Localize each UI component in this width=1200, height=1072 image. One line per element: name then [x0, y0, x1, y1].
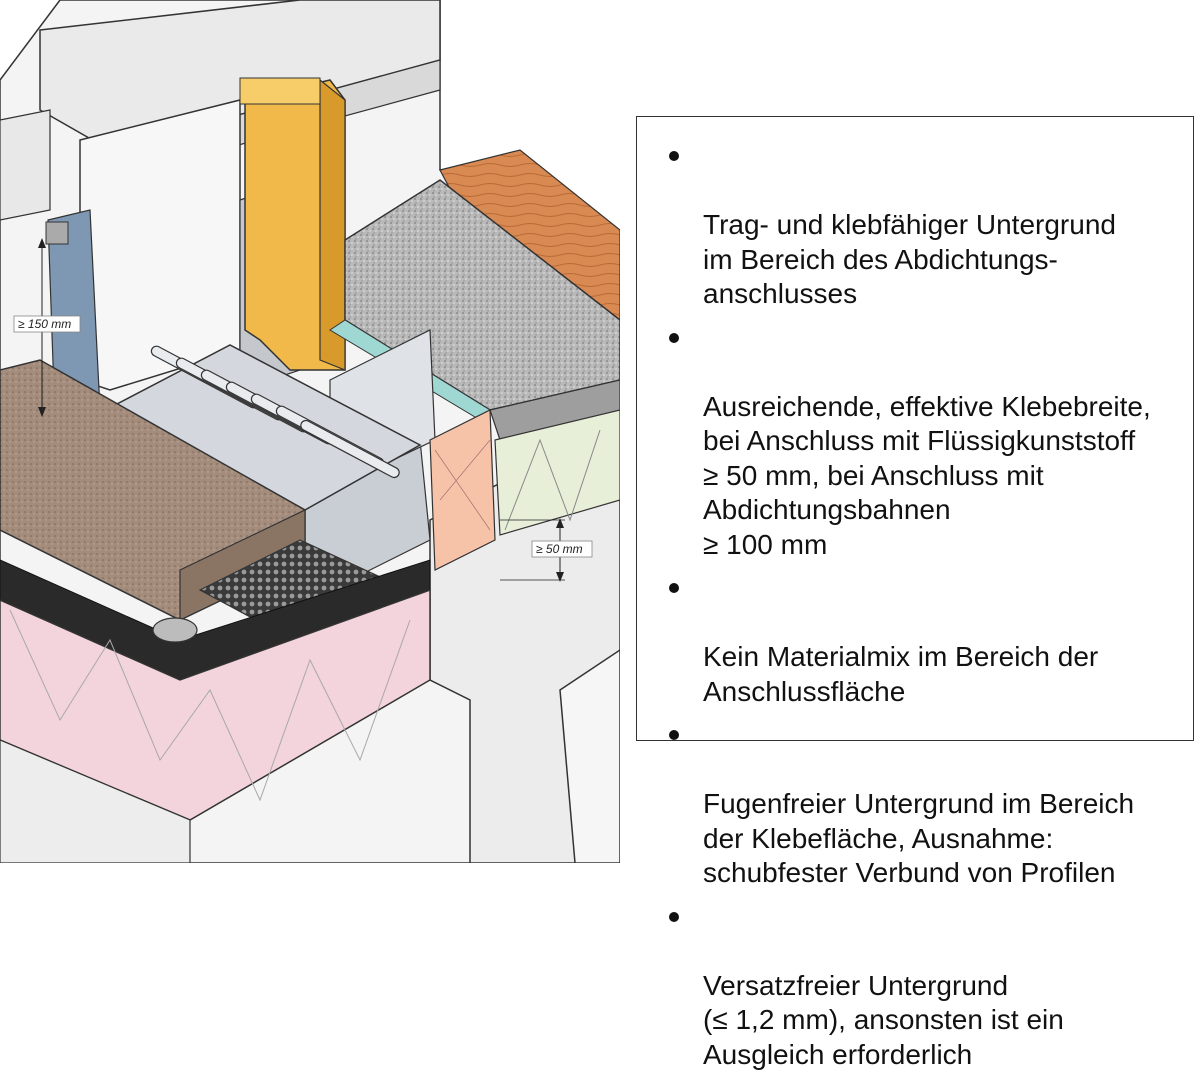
list-item: Kein Materialmix im Bereich der Anschlus… [637, 571, 1181, 709]
requirement-text: Kein Materialmix im Bereich der Anschlus… [703, 641, 1098, 707]
overlap-width-label: ≥ 50 mm [536, 542, 583, 556]
bullet-icon [669, 151, 679, 161]
window-frame-left [0, 110, 50, 220]
list-item: Fugenfreier Untergrund im Bereich der Kl… [637, 718, 1181, 891]
bracket [46, 222, 68, 244]
frame-top [240, 78, 320, 104]
bullet-icon [669, 583, 679, 593]
list-item: Ausreichende, effektive Klebebreite, bei… [637, 321, 1181, 563]
drain-pipe [153, 618, 197, 642]
requirement-text: Ausreichende, effektive Klebebreite, bei… [703, 391, 1151, 560]
requirement-text: Versatzfreier Untergrund (≤ 1,2 mm), ans… [703, 970, 1064, 1070]
construction-detail-illustration: ≥ 150 mm ≥ 50 mm [0, 0, 620, 863]
requirements-list: Trag- und klebfähiger Untergrund im Bere… [637, 139, 1181, 1072]
requirement-text: Trag- und klebfähiger Untergrund im Bere… [703, 209, 1116, 309]
bullet-icon [669, 730, 679, 740]
requirements-box: Trag- und klebfähiger Untergrund im Bere… [636, 116, 1194, 741]
requirement-text: Fugenfreier Untergrund im Bereich der Kl… [703, 788, 1134, 888]
list-item: Versatzfreier Untergrund (≤ 1,2 mm), ans… [637, 900, 1181, 1072]
bullet-icon [669, 333, 679, 343]
bullet-icon [669, 912, 679, 922]
wall-pier [80, 100, 240, 390]
upstand-height-label: ≥ 150 mm [18, 317, 71, 331]
list-item: Trag- und klebfähiger Untergrund im Bere… [637, 139, 1181, 312]
